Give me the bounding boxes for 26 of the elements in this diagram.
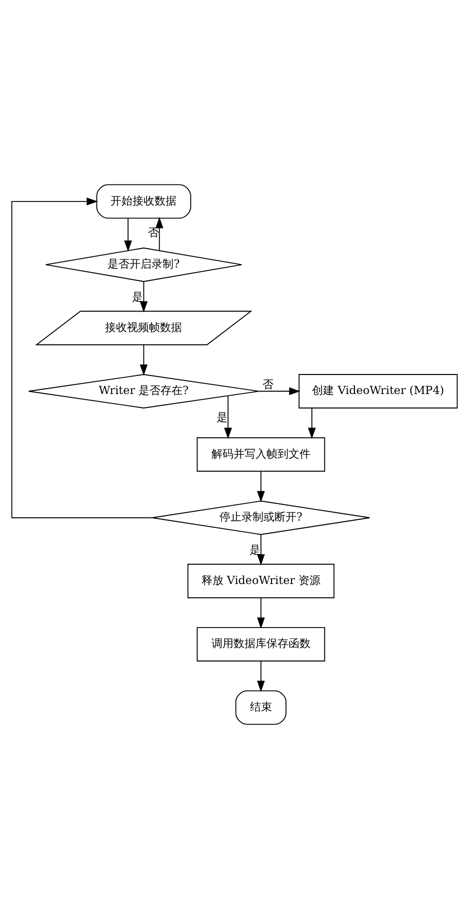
edge-label: 是 xyxy=(216,410,228,424)
arrow xyxy=(257,660,265,692)
node-box: 结束 xyxy=(235,690,286,725)
edge-label: 否 xyxy=(262,378,274,392)
node-diamond: Writer 是否存在? xyxy=(28,374,260,408)
edge-label: 否 xyxy=(148,226,159,239)
arrow xyxy=(155,217,164,251)
arrow xyxy=(140,281,148,312)
node-box: 创建 VideoWriter (MP4) xyxy=(298,374,458,408)
node-box: 开始接收数据 xyxy=(96,184,192,219)
edge-label: 是 xyxy=(249,544,260,557)
arrow xyxy=(257,534,265,566)
node-diamond: 是否开启录制? xyxy=(45,248,242,282)
edge-label: 是 xyxy=(132,290,144,304)
node-box: 释放 VideoWriter 资源 xyxy=(187,564,334,598)
arrow xyxy=(257,598,265,629)
arrow xyxy=(257,470,265,502)
arrow xyxy=(224,395,232,439)
arrow xyxy=(308,408,316,439)
arrow xyxy=(258,387,300,396)
arrow xyxy=(11,198,152,518)
arrow xyxy=(140,344,148,376)
node-box: 解码并写入帧到文件 xyxy=(196,437,326,472)
arrow xyxy=(124,218,132,252)
node-diamond: 停止录制或断开? xyxy=(152,500,370,535)
node-box: 调用数据库保存函数 xyxy=(196,627,326,662)
